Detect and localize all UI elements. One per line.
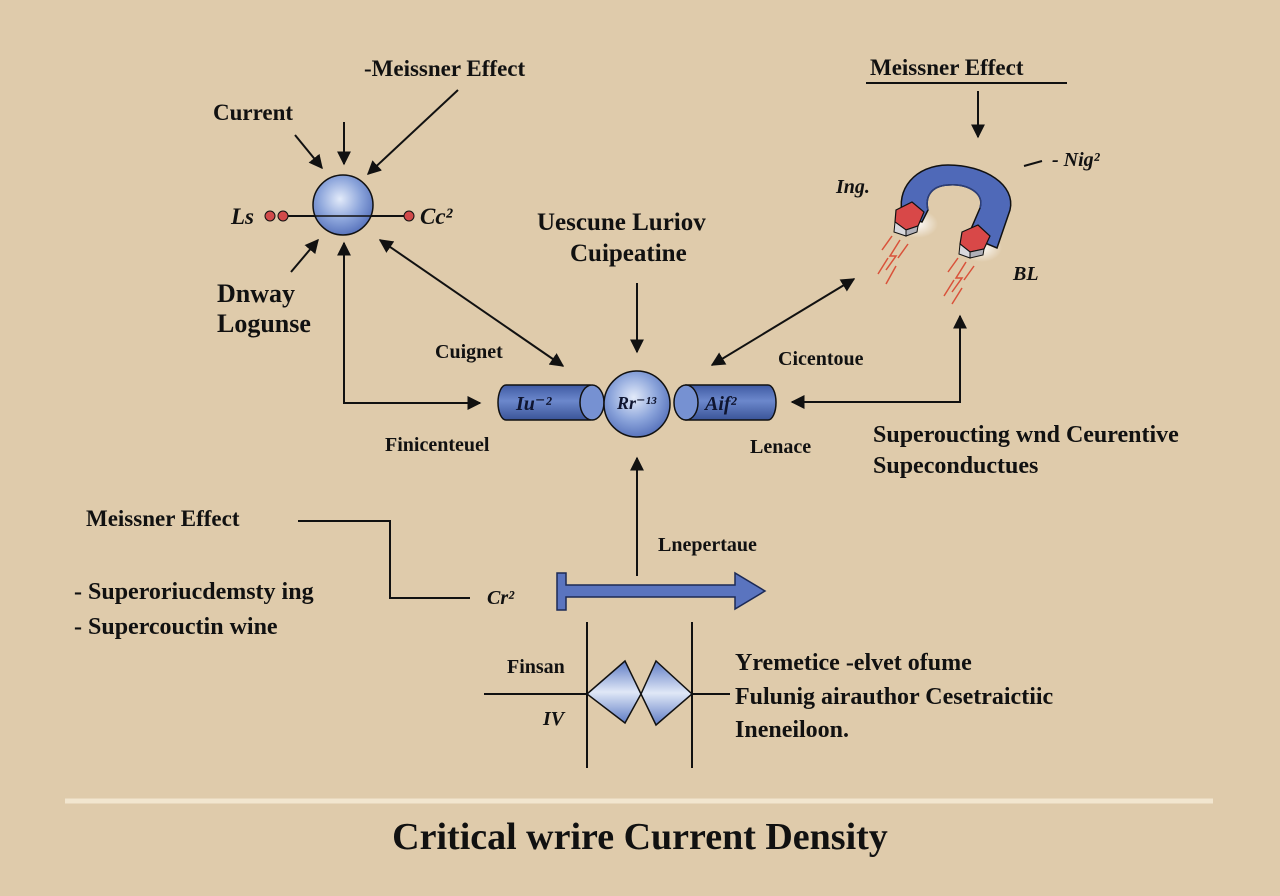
right-cylinder-label: Aif²: [705, 393, 737, 415]
label-yremetice-line3: Ineneiloon.: [735, 717, 850, 743]
label-cc2: Cc²: [420, 204, 453, 229]
label-meissner-top: -Meissner Effect: [364, 56, 526, 81]
top-sphere: [312, 174, 374, 236]
label-cicentoue: Cicentoue: [778, 348, 864, 370]
cc-dot: [403, 210, 415, 222]
arrow-current-to-sphere: [294, 134, 323, 170]
label-finsan: Finsan: [507, 656, 565, 678]
diamond-left: [585, 659, 642, 725]
label-finicenteuel: Finicenteuel: [385, 434, 490, 456]
right-cylinder: [673, 384, 777, 421]
label-superoucting-line1: Superoucting wnd Ceurentive: [873, 422, 1179, 448]
center-sphere-label: Rr⁻¹³: [617, 393, 657, 413]
label-cr2: Cr²: [487, 587, 515, 609]
label-uescune: Uescune Luriov: [537, 209, 706, 236]
label-bullet-2: - Supercouctin wine: [74, 614, 278, 640]
label-yremetice-line1: Yremetice -elvet ofume: [735, 650, 972, 676]
ls-dot-1: [264, 210, 276, 222]
center-sphere: [603, 370, 671, 438]
arrow-meissner-to-sphere: [366, 89, 459, 175]
label-nig2: - Nig²: [1052, 149, 1100, 171]
arrow-center-to-magnet: [710, 278, 856, 366]
label-current: Current: [213, 100, 294, 125]
label-bl: BL: [1013, 263, 1039, 285]
nig-leader-line: [1023, 160, 1043, 167]
diamond-right: [640, 659, 694, 727]
horseshoe-magnet: [893, 164, 1012, 262]
label-bullet-1: - Superoriucdemsty ing: [74, 579, 314, 605]
arrow-sphere-to-left-cylinder: [337, 241, 482, 410]
arrow-sphere-to-center: [378, 239, 565, 367]
label-ls: Ls: [231, 204, 254, 229]
label-yremetice-line2: Fulunig airauthor Cesetraictiic: [735, 684, 1054, 710]
label-logunse: Logunse: [217, 309, 311, 338]
label-lenace: Lenace: [750, 436, 812, 458]
label-meissner-left: Meissner Effect: [86, 506, 240, 531]
arrow-superconducting-to-right: [790, 314, 967, 409]
meissner-left-connector: [298, 520, 470, 599]
arrow-dnway-to-sphere: [290, 238, 319, 273]
label-meissner-right: Meissner Effect: [870, 55, 1024, 80]
label-dnway: Dnway: [217, 279, 296, 308]
diagram-title: Critical wrire Current Density: [392, 816, 888, 858]
label-superoucting-line2: Supeconductues: [873, 453, 1039, 479]
label-iv: IV: [543, 708, 565, 730]
label-lnepertaue: Lnepertaue: [658, 534, 757, 556]
label-cuipeatine: Cuipeatine: [570, 240, 687, 267]
magnet-spark-lines: [877, 235, 975, 305]
ls-dot-2: [277, 210, 289, 222]
label-cuignet: Cuignet: [435, 341, 503, 363]
label-ing: Ing.: [836, 176, 870, 198]
horizontal-block-arrow: [556, 571, 767, 611]
left-cylinder-label: Iu⁻²: [516, 393, 552, 415]
